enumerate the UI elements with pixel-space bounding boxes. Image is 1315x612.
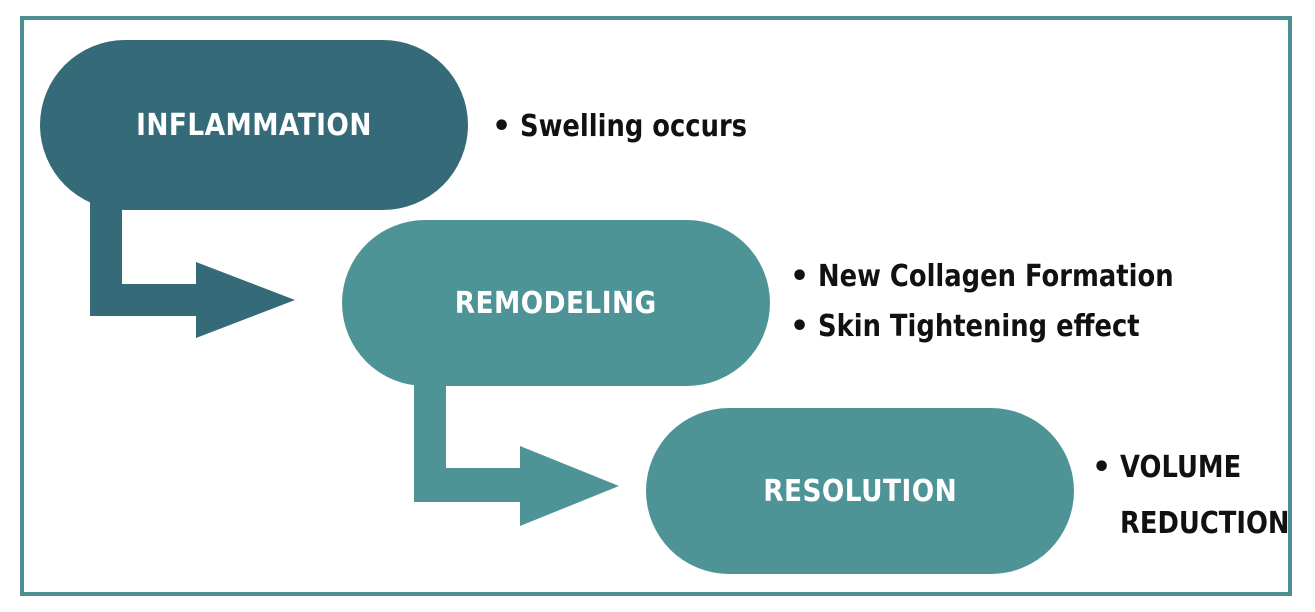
remodeling-bullets: New Collagen Formation Skin Tightening e… [790,252,1231,352]
bullet-continuation: REDUCTION [1120,506,1290,541]
arrow-icon [414,370,619,526]
stage-label: RESOLUTION [763,473,957,509]
stage-inflammation: INFLAMMATION [40,40,468,210]
stage-label: INFLAMMATION [136,107,372,143]
arrow-icon [90,190,295,338]
bullet-item: VOLUME [1092,440,1315,496]
stage-remodeling: REMODELING [342,220,770,386]
bullet-item: Swelling occurs [492,102,784,152]
inflammation-bullets: Swelling occurs [492,102,784,152]
connector-arrow-2 [414,370,619,526]
resolution-bullets: VOLUME REDUCTION [1092,440,1315,552]
bullet-item: New Collagen Formation [790,252,1231,302]
stage-label: REMODELING [455,285,657,321]
connector-arrow-1 [90,190,295,338]
bullet-item: Skin Tightening effect [790,302,1231,352]
stage-resolution: RESOLUTION [646,408,1074,574]
